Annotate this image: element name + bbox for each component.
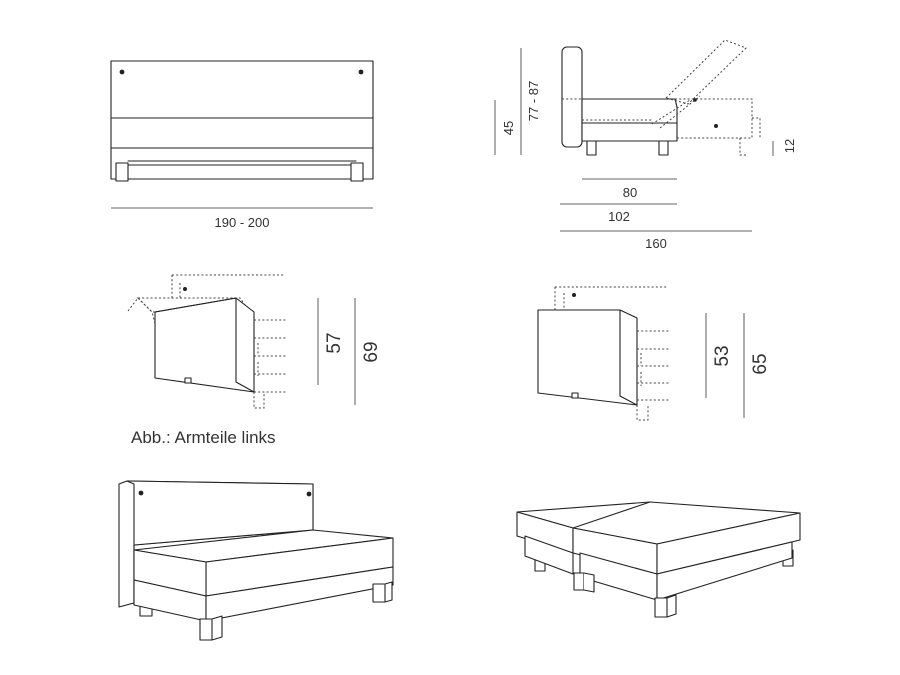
armrest-right-peg <box>571 392 579 399</box>
armrest-right-outer-label: 65 <box>750 353 771 374</box>
bed-right-base-front <box>656 541 793 601</box>
front-width-label: 190 - 200 <box>215 215 270 230</box>
front-leg-right <box>350 162 364 182</box>
armrest-left: 57 69 <box>127 274 382 409</box>
armrest-right-top-rail <box>554 286 668 310</box>
armrest-right-inner-label: 53 <box>712 345 733 366</box>
side-bolt-top <box>693 98 697 102</box>
side-fold-bed <box>675 98 753 139</box>
front-backrest <box>110 60 374 180</box>
armrest-left-inner-label: 57 <box>324 332 345 353</box>
sofa-leg-front-right <box>372 581 393 603</box>
side-fold-lid <box>665 39 747 105</box>
side-total-height-label: 77 - 87 <box>526 81 541 121</box>
sofa-backrest-bolt-right <box>306 491 312 497</box>
bed-left-base <box>524 535 574 575</box>
armrest-left-outer-label: 69 <box>361 341 382 362</box>
armrest-left-panel-edge <box>235 297 255 393</box>
armrest-left-panel-front <box>154 297 255 393</box>
side-bolt <box>714 124 718 128</box>
armrest-left-panel-top <box>154 297 237 313</box>
bed-leg-middle-right <box>583 572 595 593</box>
armrest-right-bolt <box>572 293 576 297</box>
armrest-left-top-rail <box>171 274 285 298</box>
side-foot-height-label: 12 <box>782 139 797 153</box>
side-view: 45 77 - 87 12 80 102 160 <box>494 39 797 251</box>
perspective-sofa <box>118 480 394 641</box>
side-fold-line-1 <box>562 98 652 121</box>
side-seat-height-label: 45 <box>501 121 516 135</box>
side-leg-back <box>658 140 669 156</box>
bed-leg-front <box>654 594 677 618</box>
bed-right-front <box>656 512 801 575</box>
sofa-leg-front-left <box>199 615 223 641</box>
armrest-left-foot <box>253 392 265 409</box>
sofa-base-front <box>205 566 394 622</box>
front-frame-rail <box>127 160 357 166</box>
front-leg-left <box>115 162 129 182</box>
side-depth-label: 80 <box>623 185 637 200</box>
side-backrest <box>561 46 583 148</box>
armrest-right-foot <box>636 405 649 421</box>
armrest-left-bolt <box>183 287 187 291</box>
sofa-backrest-bolt-left <box>138 490 144 496</box>
armrest-caption: Abb.: Armteile links <box>131 428 276 447</box>
armrest-right-support-lines <box>637 330 670 401</box>
side-fold-foot <box>739 117 761 156</box>
armrest-right-panel-front <box>537 309 638 406</box>
side-fold-hinge <box>651 95 701 129</box>
front-backrest-bolt-left <box>119 69 125 75</box>
armrest-left-support-lines <box>254 319 287 393</box>
front-backrest-bolt-right <box>358 69 364 75</box>
perspective-bed <box>516 501 801 618</box>
front-view: 190 - 200 <box>110 60 374 230</box>
armrest-right-panel-edge <box>619 309 638 406</box>
armrest-left-peg <box>184 377 192 384</box>
side-leg-front <box>586 140 597 156</box>
side-depth-back-label: 102 <box>608 209 630 224</box>
armrest-right: 53 65 <box>537 286 771 421</box>
bed-leg-middle-left <box>573 572 585 591</box>
sofa-backrest-front <box>126 480 314 546</box>
side-bed-length-label: 160 <box>645 236 667 251</box>
